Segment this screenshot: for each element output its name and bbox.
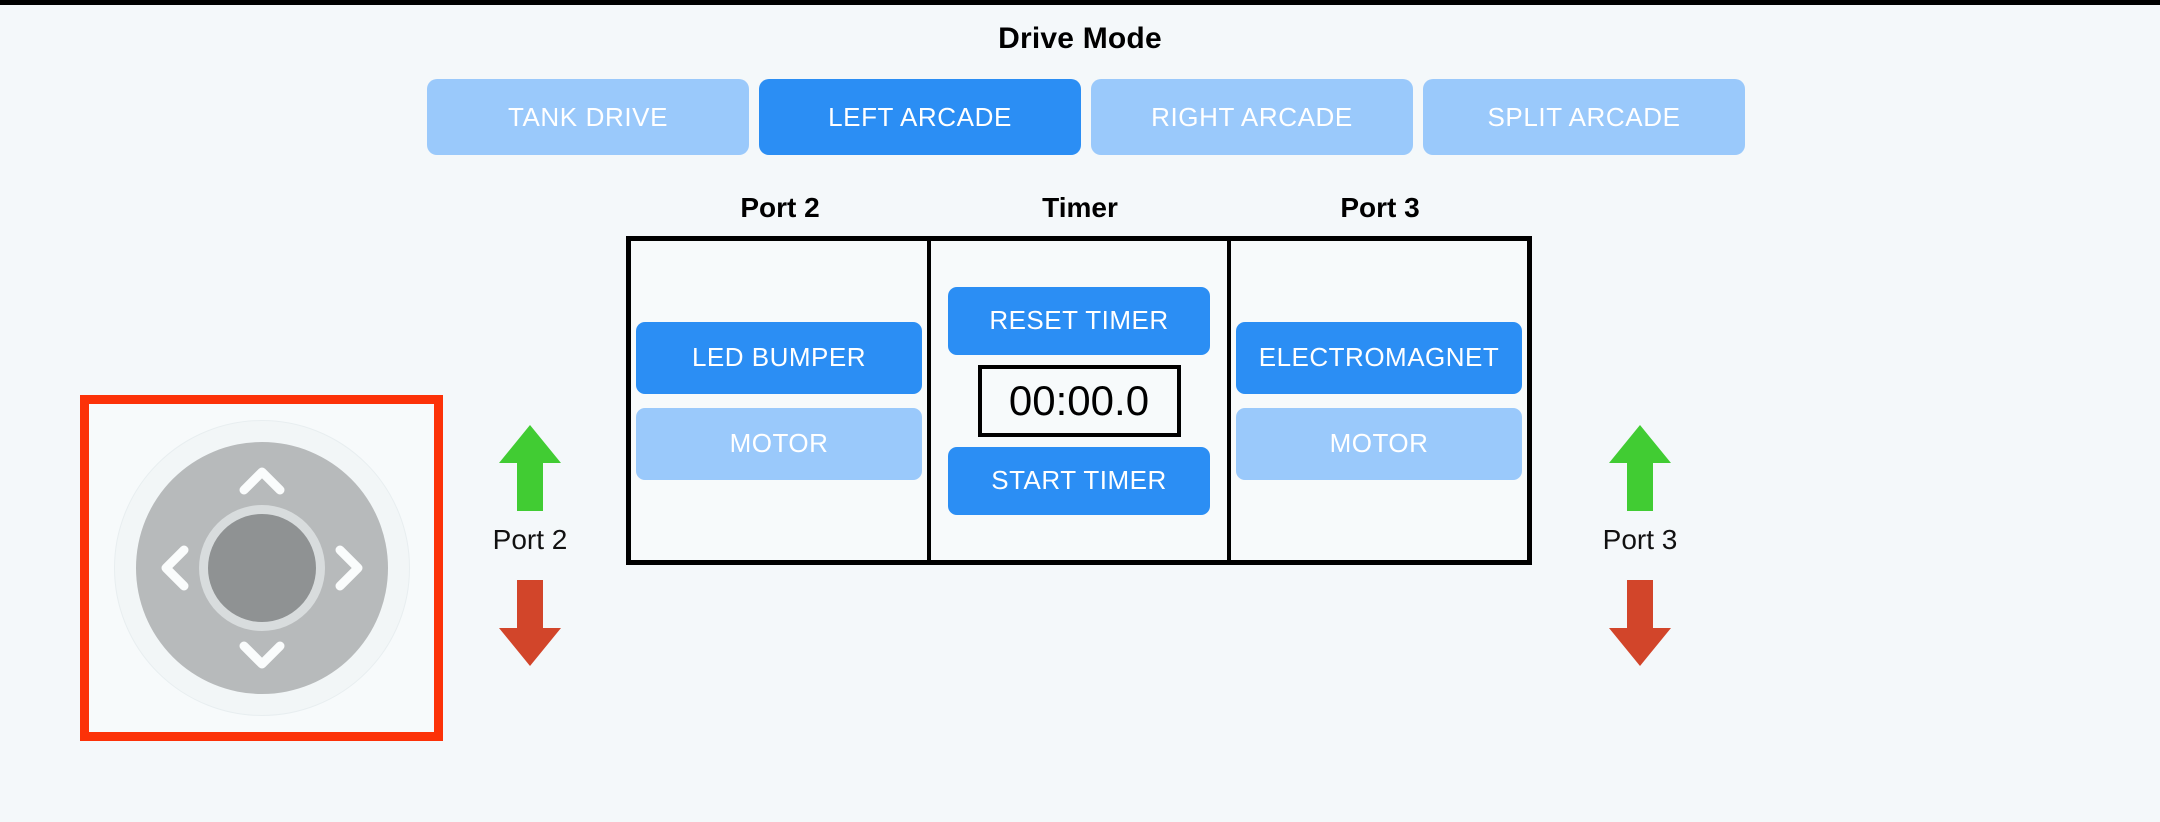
panel-header-timer: Timer [1042, 192, 1118, 223]
port3-arrow-label: Port 3 [1602, 524, 1678, 555]
top-black-bar [0, 0, 2160, 5]
drive-mode-left-arcade-button[interactable]: LEFT ARCADE [759, 79, 1081, 155]
port2-motor-button[interactable]: MOTOR [636, 407, 922, 480]
control-panel: LED BUMPER MOTOR RESET TIMER 00:00.0 STA… [626, 236, 1532, 565]
port3-arrow-up-icon[interactable] [1607, 423, 1673, 518]
port2-arrow-label: Port 2 [492, 524, 568, 555]
port2-column: LED BUMPER MOTOR [631, 241, 927, 560]
port2-button-stack: LED BUMPER MOTOR [636, 321, 922, 480]
led-bumper-button[interactable]: LED BUMPER [636, 321, 922, 394]
port3-arrow-down-icon[interactable] [1607, 578, 1673, 673]
drive-mode-tank-drive-button[interactable]: TANK DRIVE [427, 79, 749, 155]
port3-motor-button[interactable]: MOTOR [1236, 407, 1522, 480]
port3-button-stack: ELECTROMAGNET MOTOR [1236, 321, 1522, 480]
port2-arrow-group: Port 2 [450, 423, 610, 673]
drive-mode-title: Drive Mode [998, 22, 1162, 55]
chevron-up-icon[interactable] [238, 458, 286, 506]
start-timer-button[interactable]: START TIMER [948, 446, 1210, 515]
drive-mode-right-arcade-button[interactable]: RIGHT ARCADE [1091, 79, 1413, 155]
chevron-left-icon[interactable] [152, 544, 200, 592]
chevron-down-icon[interactable] [238, 630, 286, 678]
timer-display: 00:00.0 [977, 364, 1181, 437]
port2-arrow-up-icon[interactable] [497, 423, 563, 518]
reset-timer-button[interactable]: RESET TIMER [948, 286, 1210, 355]
timer-column: RESET TIMER 00:00.0 START TIMER [927, 241, 1231, 560]
drive-mode-button-group: TANK DRIVE LEFT ARCADE RIGHT ARCADE SPLI… [427, 79, 1745, 155]
dpad-center-button[interactable] [207, 514, 316, 622]
electromagnet-button[interactable]: ELECTROMAGNET [1236, 321, 1522, 394]
dpad-control[interactable] [112, 418, 412, 718]
timer-stack: RESET TIMER 00:00.0 START TIMER [948, 286, 1210, 515]
panel-header-port3: Port 3 [1340, 192, 1420, 223]
port2-arrow-down-icon[interactable] [497, 578, 563, 673]
dpad-selection-box [80, 395, 443, 741]
chevron-right-icon[interactable] [324, 544, 372, 592]
drive-mode-split-arcade-button[interactable]: SPLIT ARCADE [1423, 79, 1745, 155]
port3-column: ELECTROMAGNET MOTOR [1231, 241, 1527, 560]
panel-header-port2: Port 2 [740, 192, 820, 223]
port3-arrow-group: Port 3 [1560, 423, 1720, 673]
